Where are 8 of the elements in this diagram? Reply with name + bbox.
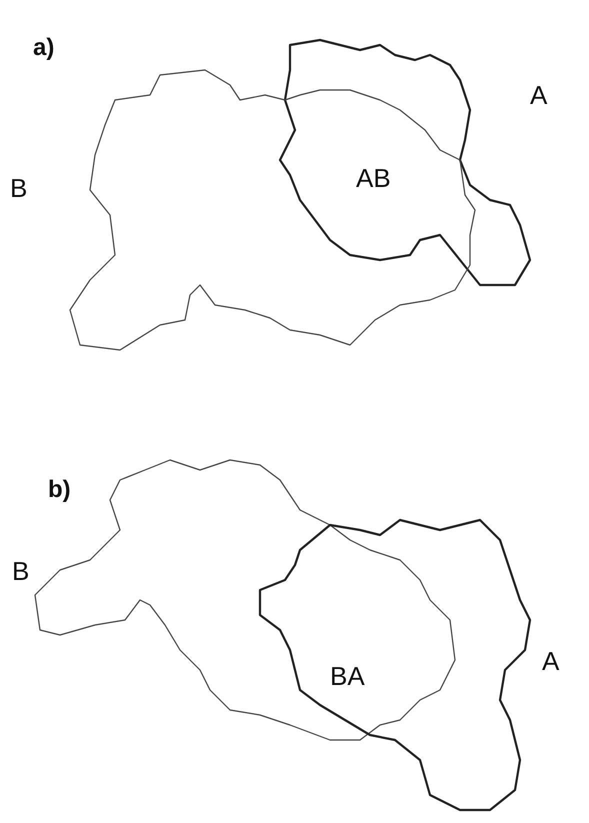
region-label: B (10, 175, 28, 201)
region-label: BA (330, 663, 365, 689)
region-label: AB (356, 165, 391, 191)
region-label: A (530, 82, 548, 108)
region-label: A (542, 648, 560, 674)
panel-letter: a) (33, 36, 54, 60)
region-label: B (12, 558, 30, 584)
panel-letter: b) (48, 478, 71, 502)
